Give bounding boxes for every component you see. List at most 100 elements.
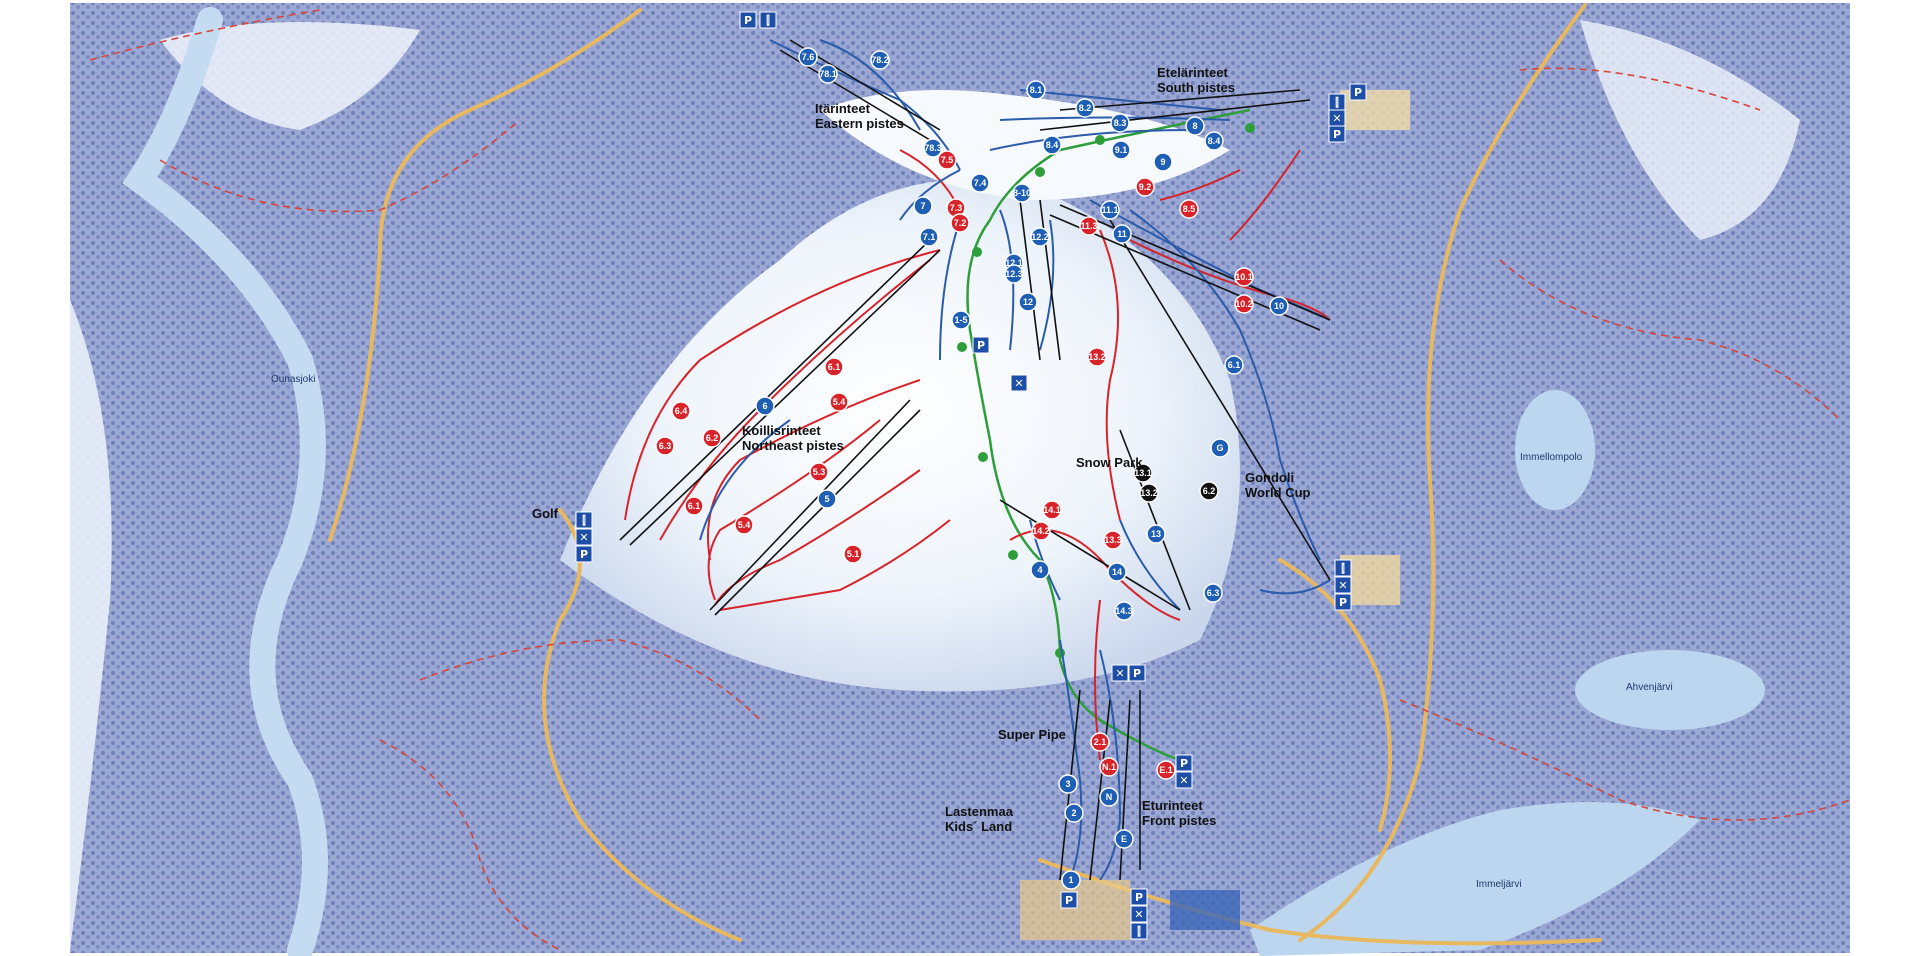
piste-marker-label: 1 — [1068, 875, 1073, 885]
piste-marker[interactable]: E — [1114, 829, 1134, 849]
piste-marker[interactable]: 7.5 — [937, 150, 957, 170]
piste-marker[interactable]: E.1 — [1156, 760, 1176, 780]
restaurant-sign[interactable]: ✕ — [1175, 771, 1193, 789]
piste-marker[interactable]: N — [1099, 787, 1119, 807]
piste-marker[interactable]: 7.1 — [919, 227, 939, 247]
piste-marker[interactable]: 13.2 — [1139, 483, 1159, 503]
piste-marker[interactable]: 8.2 — [1075, 98, 1095, 118]
piste-marker[interactable]: 9.2 — [1135, 177, 1155, 197]
piste-marker[interactable]: 8.3 — [1110, 113, 1130, 133]
parking-sign[interactable]: P — [575, 545, 593, 563]
piste-marker[interactable]: 14.1 — [1042, 500, 1062, 520]
piste-marker[interactable]: 9.1 — [1111, 140, 1131, 160]
piste-marker[interactable]: 2.1 — [1090, 732, 1110, 752]
piste-marker[interactable]: 2 — [1064, 803, 1084, 823]
ski_rental-sign[interactable]: ⫿ — [1334, 559, 1352, 577]
piste-marker[interactable]: 13 — [1146, 524, 1166, 544]
piste-marker[interactable]: 11.3 — [1079, 216, 1099, 236]
ski_rental-sign[interactable]: ⫿ — [1328, 93, 1346, 111]
piste-marker-label: N — [1106, 792, 1113, 802]
piste-marker[interactable]: 6.1 — [684, 496, 704, 516]
piste-marker-label: 14.2 — [1032, 526, 1050, 536]
piste-marker[interactable]: 8.1 — [1026, 80, 1046, 100]
ski_rental-sign[interactable]: ⫿ — [759, 11, 777, 29]
piste-marker[interactable]: 6.2 — [1199, 481, 1219, 501]
piste-marker[interactable]: 8.5 — [1179, 199, 1199, 219]
piste-marker[interactable]: 8.4 — [1204, 131, 1224, 151]
piste-marker[interactable]: 78.2 — [870, 50, 890, 70]
piste-marker[interactable]: G — [1210, 438, 1230, 458]
parking-sign-glyph: P — [1333, 128, 1341, 141]
piste-marker[interactable]: 7.4 — [970, 173, 990, 193]
parking-sign[interactable]: P — [1334, 593, 1352, 611]
piste-marker[interactable]: 14.2 — [1031, 521, 1051, 541]
piste-marker-label: 7.5 — [941, 155, 954, 165]
piste-marker-label: 13.3 — [1104, 535, 1122, 545]
piste-marker[interactable]: 6.1 — [1224, 355, 1244, 375]
piste-marker-label: 6.3 — [1207, 588, 1220, 598]
piste-marker[interactable]: 6 — [755, 396, 775, 416]
piste-marker[interactable]: 5.4 — [829, 392, 849, 412]
piste-marker[interactable]: 4 — [1030, 560, 1050, 580]
piste-marker[interactable]: 6.3 — [655, 436, 675, 456]
piste-marker[interactable]: 12 — [1018, 292, 1038, 312]
piste-marker[interactable]: 1 — [1061, 870, 1081, 890]
piste-marker[interactable]: 5.3 — [809, 462, 829, 482]
piste-marker[interactable]: 13.3 — [1103, 530, 1123, 550]
piste-marker[interactable]: 11.1 — [1100, 200, 1120, 220]
parking-sign-glyph: P — [744, 14, 752, 27]
piste-marker[interactable]: 5 — [817, 489, 837, 509]
parking-sign[interactable]: P — [1328, 125, 1346, 143]
piste-marker[interactable]: 5.1 — [843, 544, 863, 564]
piste-marker[interactable]: 3 — [1058, 774, 1078, 794]
piste-marker[interactable]: 7 — [913, 196, 933, 216]
piste-marker[interactable]: 7.6 — [798, 47, 818, 67]
piste-marker-label: 78.1 — [819, 69, 837, 79]
parking-sign[interactable]: P — [1060, 891, 1078, 909]
restaurant-sign[interactable]: ✕ — [575, 528, 593, 546]
piste-marker[interactable]: 1-5 — [951, 310, 971, 330]
piste-marker[interactable]: 78.3 — [923, 138, 943, 158]
piste-marker[interactable]: 8.4 — [1042, 135, 1062, 155]
restaurant-sign[interactable]: ✕ — [1334, 576, 1352, 594]
piste-marker[interactable]: N.1 — [1099, 757, 1119, 777]
piste-marker[interactable]: 13.2 — [1087, 347, 1107, 367]
piste-marker[interactable]: 78.1 — [818, 64, 838, 84]
piste-marker[interactable]: 12.2 — [1030, 227, 1050, 247]
piste-marker[interactable]: 14.3 — [1114, 601, 1134, 621]
parking-sign[interactable]: P — [1175, 754, 1193, 772]
piste-marker[interactable]: 14 — [1107, 562, 1127, 582]
ski_rental-sign[interactable]: ⫿ — [1130, 922, 1148, 940]
piste-marker[interactable]: 10 — [1269, 296, 1289, 316]
piste-marker[interactable]: 8-10 — [1012, 183, 1032, 203]
ski_rental-sign[interactable]: ⫿ — [575, 511, 593, 529]
restaurant-sign[interactable]: ✕ — [1130, 905, 1148, 923]
piste-marker[interactable]: 6.2 — [702, 428, 722, 448]
piste-marker-label: 7.2 — [954, 218, 967, 228]
parking-sign[interactable]: P — [972, 336, 990, 354]
parking-sign[interactable]: P — [739, 11, 757, 29]
restaurant-sign[interactable]: ✕ — [1328, 109, 1346, 127]
piste-marker[interactable]: 6.4 — [671, 401, 691, 421]
restaurant-sign[interactable]: ✕ — [1111, 664, 1129, 682]
piste-marker[interactable]: 6.1 — [824, 357, 844, 377]
piste-marker[interactable]: 10.1 — [1234, 267, 1254, 287]
parking-sign[interactable]: P — [1349, 83, 1367, 101]
piste-marker[interactable]: 10.2 — [1234, 294, 1254, 314]
piste-marker-label: G — [1216, 443, 1223, 453]
piste-marker[interactable]: 8 — [1185, 116, 1205, 136]
piste-marker[interactable]: 9 — [1153, 152, 1173, 172]
parking-sign[interactable]: P — [1130, 888, 1148, 906]
parking-sign[interactable]: P — [1128, 664, 1146, 682]
piste-marker[interactable]: 7.2 — [950, 213, 970, 233]
piste-marker[interactable]: 13.1 — [1133, 463, 1153, 483]
restaurant-sign[interactable]: ✕ — [1010, 374, 1028, 392]
piste-marker[interactable]: 11 — [1112, 224, 1132, 244]
piste-marker[interactable]: 5.4 — [734, 515, 754, 535]
piste-marker[interactable]: 6.3 — [1203, 583, 1223, 603]
piste-marker[interactable]: 12.3 — [1004, 264, 1024, 284]
